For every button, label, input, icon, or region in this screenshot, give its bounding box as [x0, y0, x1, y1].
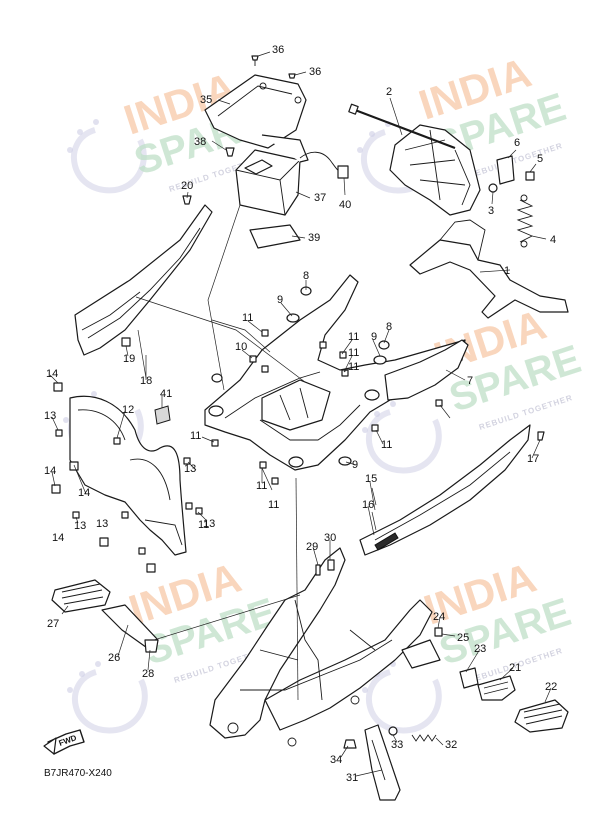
callout-label: 14	[52, 532, 64, 544]
panel-41	[154, 405, 171, 425]
callout-label: 17	[527, 453, 539, 465]
diagram-code: B7JR470-X240	[44, 768, 112, 779]
frame	[209, 547, 433, 747]
fwd-arrow-icon: FWD	[43, 729, 85, 755]
callout-label: 22	[545, 681, 557, 693]
callout-label: 10	[235, 341, 247, 353]
callout-label: 30	[324, 532, 336, 544]
callout-label: 23	[474, 643, 486, 655]
callout-label: 27	[47, 618, 59, 630]
callout-label: 41	[160, 388, 172, 400]
nut-34	[343, 739, 357, 749]
callout-label: 25	[457, 632, 469, 644]
callout-label: 20	[181, 180, 193, 192]
callout-label: 7	[467, 375, 473, 387]
pad-39	[249, 224, 301, 249]
callout-label: 26	[108, 652, 120, 664]
callout-label: 13	[184, 463, 196, 475]
callout-label: 11	[198, 519, 209, 531]
callout-label: 32	[445, 739, 457, 751]
shaft-2	[348, 103, 456, 150]
spring-4	[516, 194, 534, 248]
callout-label: 29	[306, 541, 318, 553]
collar-3	[488, 183, 498, 193]
callout-label: 16	[362, 499, 374, 511]
callout-label: 8	[386, 321, 392, 333]
callout-label: 9	[277, 294, 283, 306]
callout-label: 36	[272, 44, 284, 56]
clip-20	[182, 195, 192, 205]
callout-label: 31	[346, 772, 358, 784]
callout-label: 18	[140, 375, 152, 387]
callout-label: 11	[190, 430, 201, 442]
wire-harness-40	[299, 151, 349, 179]
callout-label: 5	[537, 153, 543, 165]
battery-cover-35	[204, 74, 307, 149]
callout-label: 13	[203, 518, 215, 530]
footrest-22	[514, 699, 569, 733]
callout-label: 11	[348, 331, 359, 343]
callout-label: 14	[44, 465, 56, 477]
bolt-33	[388, 726, 398, 736]
callout-label: 11	[256, 480, 267, 492]
footrest-arm-26	[101, 604, 159, 653]
callout-label: 1	[504, 265, 510, 277]
callout-label: 34	[330, 754, 342, 766]
callout-label: 38	[194, 136, 206, 148]
callout-label: 40	[339, 199, 351, 211]
callout-labels: 36 36 35 38 37 40 39 20 2 6 5 3 4 1 8 9 …	[44, 44, 557, 784]
callout-label: 9	[371, 331, 377, 343]
callout-label: 3	[488, 205, 494, 217]
battery-box-37	[235, 134, 309, 216]
callout-label: 39	[308, 232, 320, 244]
center-stand-bracket	[389, 124, 481, 216]
callout-label: 8	[303, 270, 309, 282]
front-cover-12	[69, 395, 187, 556]
footrest-27	[51, 579, 111, 613]
callout-label: 21	[509, 662, 521, 674]
callout-label: 11	[348, 347, 359, 359]
clip-19	[121, 337, 131, 347]
leader-lines	[49, 51, 552, 777]
footrest-arm-21	[477, 675, 516, 701]
under-cover-15	[359, 424, 531, 556]
side-cover-18	[74, 204, 213, 356]
callout-label: 19	[123, 353, 135, 365]
callout-label: 6	[514, 137, 520, 149]
spring-32	[411, 734, 437, 742]
callout-label: 2	[386, 86, 392, 98]
callout-label: 11	[348, 361, 359, 373]
side-cover-7	[384, 339, 469, 401]
callout-label: 24	[433, 611, 445, 623]
callout-label: 33	[391, 739, 403, 751]
callout-label: 15	[365, 473, 377, 485]
side-stand-31	[364, 724, 401, 801]
callout-label: 11	[242, 312, 253, 324]
bolt-5	[525, 171, 535, 181]
callout-label: 14	[78, 487, 90, 499]
callout-label: 11	[381, 439, 392, 451]
callout-label: 36	[309, 66, 321, 78]
callout-label: 35	[200, 94, 212, 106]
callout-label: 13	[74, 520, 86, 532]
center-stand-1	[409, 219, 569, 319]
plate-6	[496, 155, 515, 185]
callout-label: 37	[314, 192, 326, 204]
callout-label: 13	[44, 410, 56, 422]
grommet-38	[225, 147, 235, 157]
callout-label: 13	[96, 518, 108, 530]
callout-label: 9	[352, 459, 358, 471]
callout-label: 14	[46, 368, 58, 380]
callout-label: 28	[142, 668, 154, 680]
screw-36	[251, 55, 296, 79]
callout-label: 11	[268, 499, 279, 511]
bracket-23	[459, 667, 479, 689]
callout-label: 12	[122, 404, 134, 416]
footboard-main	[204, 274, 466, 471]
bracket-24-25	[401, 627, 443, 669]
callout-label: 4	[550, 234, 556, 246]
